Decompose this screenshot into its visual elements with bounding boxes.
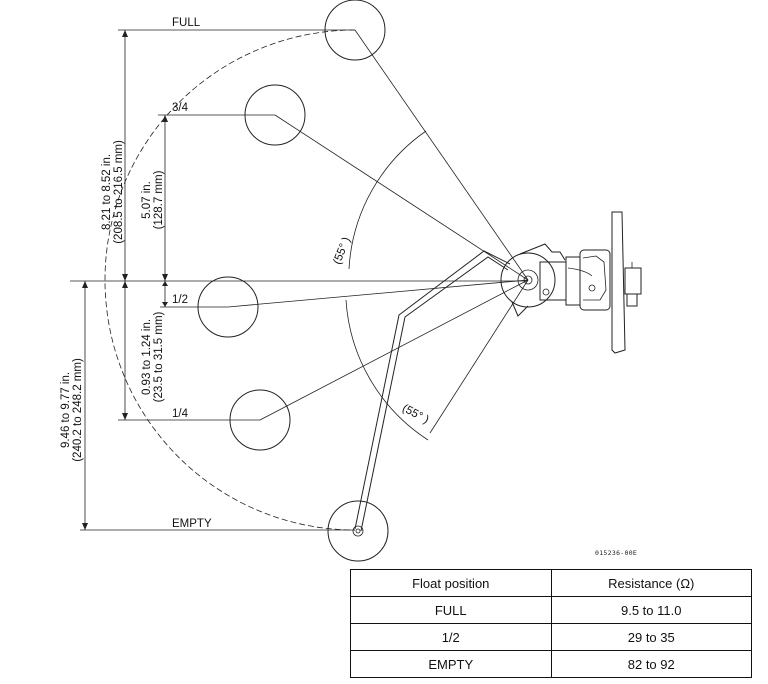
figure-code: 015236-00E <box>595 549 637 557</box>
reference-lines <box>70 29 528 531</box>
resistance-table: Float position Resistance (Ω) FULL 9.5 t… <box>350 569 752 678</box>
cell-resistance: 82 to 92 <box>550 650 752 678</box>
header-resistance: Resistance (Ω) <box>550 569 752 597</box>
table-header-row: Float position Resistance (Ω) <box>350 569 752 597</box>
table-row: FULL 9.5 to 11.0 <box>350 596 752 624</box>
dim-empty-depth-in: 9.46 to 9.77 in. <box>60 372 72 448</box>
float-half <box>197 276 259 338</box>
float-travel-arc <box>104 29 356 531</box>
float-quarter <box>229 389 291 451</box>
label-three-quarter: 3/4 <box>172 102 189 114</box>
cell-resistance: 29 to 35 <box>550 623 752 651</box>
float-arm <box>354 250 511 532</box>
dim-full-height-in: 8.21 to 8.52 in. <box>101 154 113 230</box>
dim-quarter-offset-in: 0.93 to 1.24 in. <box>141 319 153 395</box>
table-row: EMPTY 82 to 92 <box>350 650 752 678</box>
lower-angle-arc <box>345 299 429 441</box>
angle-label-lower: (55° ) <box>400 402 431 426</box>
dim-empty-depth-mm: (240.2 to 248.2 mm) <box>72 358 84 462</box>
sender-unit <box>500 211 642 354</box>
dimension-lines <box>82 30 168 530</box>
upper-angle-arc <box>348 130 427 270</box>
dim-three-quarter-mm: (128.7 mm) <box>153 170 165 229</box>
float-empty <box>327 500 389 562</box>
cell-resistance: 9.5 to 11.0 <box>550 596 752 624</box>
dim-full-height-mm: (208.5 to 216.5 mm) <box>113 140 125 244</box>
floats <box>197 0 389 562</box>
label-full: FULL <box>172 17 201 29</box>
cell-position: 1/2 <box>350 623 552 651</box>
float-radial-lines <box>227 29 529 434</box>
table-row: 1/2 29 to 35 <box>350 623 752 651</box>
cell-position: EMPTY <box>350 650 552 678</box>
float-full <box>324 0 386 61</box>
label-quarter: 1/4 <box>172 408 189 420</box>
dim-quarter-offset-mm: (23.5 to 31.5 mm) <box>153 311 165 402</box>
label-empty: EMPTY <box>172 518 212 530</box>
header-float-position: Float position <box>350 569 552 597</box>
dim-three-quarter-in: 5.07 in. <box>141 181 153 219</box>
cell-position: FULL <box>350 596 552 624</box>
float-three-quarter <box>244 84 306 146</box>
label-half: 1/2 <box>172 294 188 306</box>
